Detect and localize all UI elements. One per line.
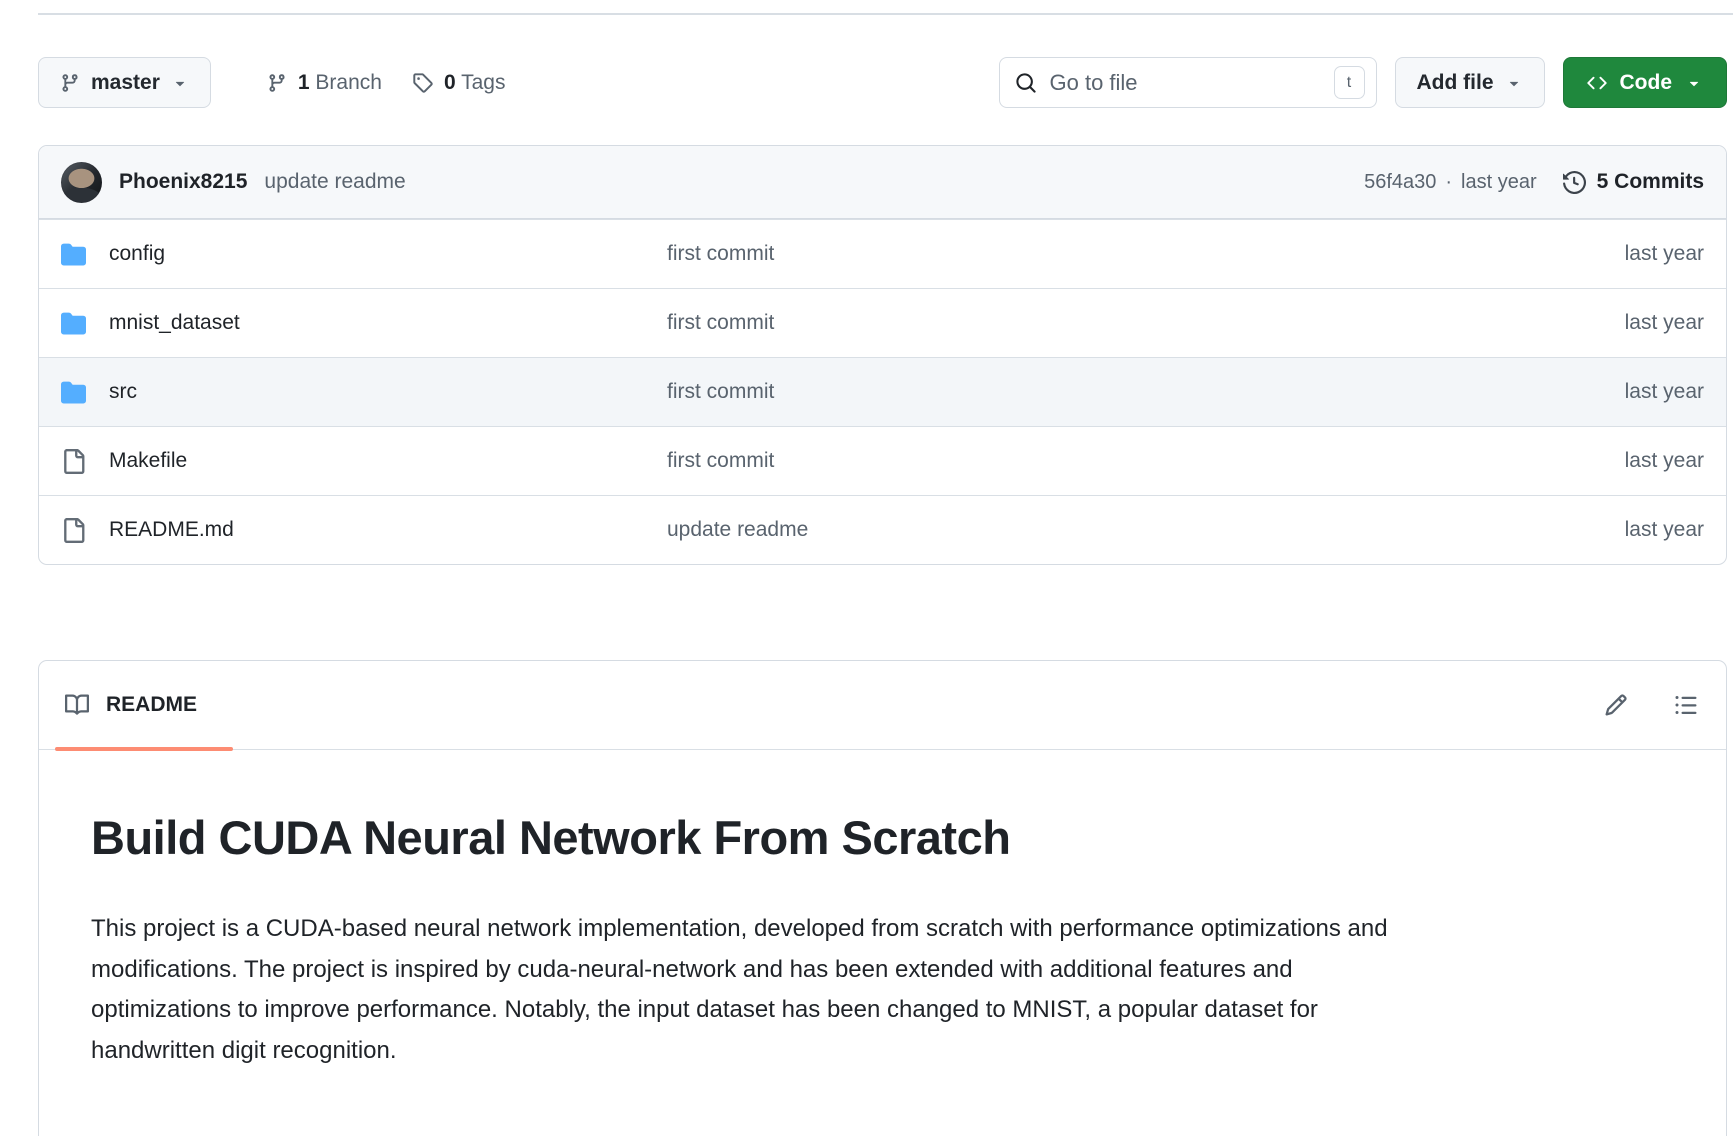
table-row: mnist_dataset first commit last year bbox=[39, 288, 1726, 357]
row-commit-time: last year bbox=[1624, 518, 1704, 541]
readme-content: Build CUDA Neural Network From Scratch T… bbox=[39, 750, 1726, 1071]
branch-selector-label: master bbox=[91, 70, 160, 94]
table-row: config first commit last year bbox=[39, 219, 1726, 288]
branches-label: Branch bbox=[315, 70, 382, 94]
tags-count: 0 bbox=[443, 70, 456, 94]
readme-header: README bbox=[39, 661, 1726, 751]
commits-count-label: 5 Commits bbox=[1596, 170, 1704, 193]
file-link[interactable]: mnist_dataset bbox=[109, 311, 240, 334]
tags-link[interactable]: 0 Tags bbox=[412, 70, 506, 95]
folder-icon bbox=[61, 242, 86, 267]
file-link[interactable]: Makefile bbox=[109, 449, 188, 472]
outline-list-icon[interactable] bbox=[1674, 693, 1698, 717]
file-icon bbox=[61, 448, 86, 474]
code-icon bbox=[1586, 73, 1607, 93]
row-commit-message[interactable]: first commit bbox=[667, 449, 775, 472]
header-divider bbox=[38, 13, 1733, 15]
readme-title: Build CUDA Neural Network From Scratch bbox=[91, 811, 1011, 864]
tag-icon bbox=[412, 72, 433, 93]
commit-author-link[interactable]: Phoenix8215 bbox=[119, 170, 248, 193]
row-commit-message[interactable]: first commit bbox=[667, 242, 775, 265]
history-icon bbox=[1562, 170, 1586, 194]
add-file-button[interactable]: Add file bbox=[1394, 57, 1545, 108]
commit-hash-link[interactable]: 56f4a30 bbox=[1364, 170, 1437, 193]
folder-icon bbox=[61, 311, 86, 336]
add-file-label: Add file bbox=[1416, 70, 1494, 94]
git-branch-icon bbox=[60, 73, 80, 93]
readme-tab-label: README bbox=[106, 693, 198, 716]
row-commit-message[interactable]: first commit bbox=[667, 380, 775, 403]
file-browser: Phoenix8215 update readme 56f4a30 · last… bbox=[38, 145, 1727, 565]
chevron-down-icon bbox=[1505, 74, 1523, 92]
chevron-down-icon bbox=[1685, 74, 1703, 92]
row-commit-time: last year bbox=[1624, 449, 1704, 472]
code-button[interactable]: Code bbox=[1562, 57, 1727, 108]
row-commit-message[interactable]: first commit bbox=[667, 311, 775, 334]
tab-readme[interactable]: README bbox=[65, 693, 197, 717]
row-commit-time: last year bbox=[1624, 380, 1704, 403]
file-icon bbox=[61, 517, 86, 543]
table-row: src first commit last year bbox=[39, 357, 1726, 426]
table-row: README.md update readme last year bbox=[39, 495, 1726, 564]
dot-separator: · bbox=[1445, 170, 1453, 193]
row-commit-time: last year bbox=[1624, 311, 1704, 334]
tags-label: Tags bbox=[461, 70, 506, 94]
row-commit-time: last year bbox=[1624, 242, 1704, 265]
pencil-icon[interactable] bbox=[1604, 693, 1628, 717]
keyboard-shortcut-hint: t bbox=[1333, 66, 1365, 99]
latest-commit-bar: Phoenix8215 update readme 56f4a30 · last… bbox=[39, 146, 1726, 219]
git-branch-icon bbox=[267, 73, 287, 93]
file-link[interactable]: src bbox=[109, 380, 137, 403]
branch-selector-button[interactable]: master bbox=[38, 57, 211, 108]
file-link[interactable]: README.md bbox=[109, 518, 234, 541]
commit-time: last year bbox=[1461, 170, 1537, 193]
search-icon bbox=[1015, 72, 1037, 94]
avatar[interactable] bbox=[61, 161, 102, 203]
commit-history-link[interactable]: 5 Commits bbox=[1562, 170, 1704, 194]
folder-icon bbox=[61, 380, 86, 405]
code-button-label: Code bbox=[1619, 70, 1673, 94]
branches-link[interactable]: 1 Branch bbox=[267, 71, 382, 95]
chevron-down-icon bbox=[171, 74, 189, 92]
go-to-file-input[interactable]: Go to file t bbox=[998, 57, 1377, 108]
row-commit-message[interactable]: update readme bbox=[667, 518, 809, 541]
table-row: Makefile first commit last year bbox=[39, 426, 1726, 495]
readme-panel: README Build CUDA Neural Network From Sc… bbox=[38, 660, 1727, 1136]
file-link[interactable]: config bbox=[109, 242, 166, 265]
repo-toolbar: master 1 Branch 0 Tags Go to file t Add … bbox=[38, 57, 1727, 108]
branches-count: 1 bbox=[297, 70, 310, 94]
active-tab-underline bbox=[55, 747, 233, 751]
book-icon bbox=[65, 693, 89, 717]
search-placeholder: Go to file bbox=[1049, 69, 1138, 95]
readme-paragraph: This project is a CUDA-based neural netw… bbox=[91, 915, 1388, 1064]
commit-message-link[interactable]: update readme bbox=[264, 170, 406, 193]
